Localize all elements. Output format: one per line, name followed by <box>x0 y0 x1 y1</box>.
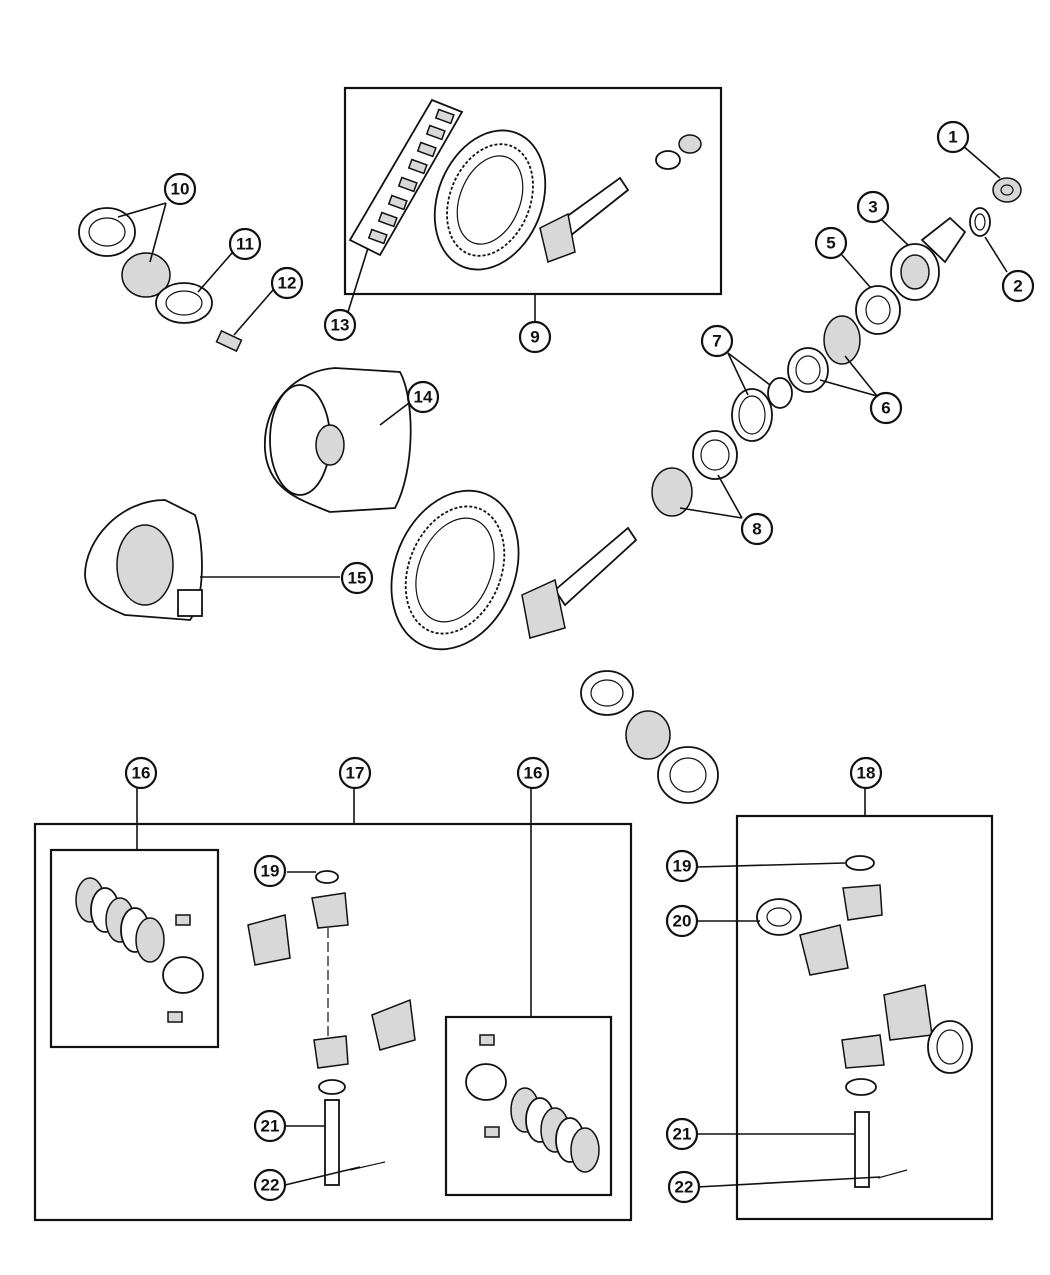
clutch-pack-left-frame <box>49 848 220 1049</box>
callout-21-case-kit-label: 21 <box>261 1117 280 1136</box>
gear-set-illustration-case-kit <box>247 870 416 1186</box>
callout-14: 14 <box>406 380 440 414</box>
callout-6: 6 <box>869 391 903 425</box>
callout-16-right-label: 16 <box>524 764 543 783</box>
callout-17-label: 17 <box>346 764 365 783</box>
callout-18: 18 <box>849 756 883 790</box>
inner-bearing-illustration <box>651 430 738 517</box>
callout-19-gear-kit: 19 <box>665 849 699 883</box>
collapsible-spacer-illustration <box>731 377 793 442</box>
callout-11: 11 <box>228 227 262 261</box>
callout-20-label: 20 <box>673 912 692 931</box>
clutch-pack-right-illustration <box>465 1034 600 1173</box>
callout-21-case-kit: 21 <box>253 1109 287 1143</box>
callout-15-label: 15 <box>348 569 367 588</box>
callout-21-gear-kit: 21 <box>665 1117 699 1151</box>
callout-1: 1 <box>936 120 970 154</box>
callout-18-label: 18 <box>857 764 876 783</box>
ring-pinion-kit-frame <box>343 86 723 296</box>
callout-5-label: 5 <box>826 234 835 253</box>
pinion-bearing-cup-illustration <box>855 285 901 335</box>
callout-3: 3 <box>856 190 890 224</box>
yoke-illustration <box>890 216 967 301</box>
callout-1-label: 1 <box>948 128 957 147</box>
ring-gear-bolt-illustration <box>215 329 243 353</box>
callout-13: 13 <box>323 308 357 342</box>
callout-20: 20 <box>665 904 699 938</box>
callout-8: 8 <box>740 512 774 546</box>
clutch-pack-left-illustration <box>75 877 204 1023</box>
pinion-nut-illustration <box>992 177 1022 203</box>
callout-10-label: 10 <box>171 180 190 199</box>
callout-19-case-kit: 19 <box>253 854 287 888</box>
pinion-gear-illustration-main <box>521 526 638 639</box>
differential-case-illustration-14 <box>264 367 412 513</box>
side-bearing-shim-illustration <box>155 282 213 324</box>
callout-21-gear-kit-label: 21 <box>673 1125 692 1144</box>
clutch-pack-right-frame <box>444 1015 613 1197</box>
outer-bearing-illustration <box>787 315 861 393</box>
callout-16-right: 16 <box>516 756 550 790</box>
callout-8-label: 8 <box>752 520 761 539</box>
callout-22-gear-kit-label: 22 <box>675 1178 694 1197</box>
differential-case-kit-frame <box>33 822 633 1222</box>
callout-9-label: 9 <box>530 328 539 347</box>
callout-6-label: 6 <box>881 399 890 418</box>
callout-17: 17 <box>338 756 372 790</box>
bolt-set-illustration <box>348 98 464 257</box>
callout-10: 10 <box>163 172 197 206</box>
ring-gear-illustration-main <box>390 489 520 651</box>
differential-case-illustration-15 <box>84 499 203 621</box>
callout-12: 12 <box>270 266 304 300</box>
leader-lines <box>117 144 1008 1188</box>
bearing-set-illustration-lower <box>580 670 719 804</box>
callout-13-label: 13 <box>331 316 350 335</box>
callout-19-case-kit-label: 19 <box>261 862 280 881</box>
callout-19-gear-kit-label: 19 <box>673 857 692 876</box>
washer-illustration <box>969 207 991 237</box>
callout-22-gear-kit: 22 <box>667 1170 701 1204</box>
side-bearing-cup-illustration <box>78 207 171 298</box>
callout-16-left-label: 16 <box>132 764 151 783</box>
gear-set-illustration-gear-kit <box>756 855 973 1188</box>
callout-11-label: 11 <box>236 235 254 254</box>
callout-22-case-kit: 22 <box>253 1168 287 1202</box>
callout-14-label: 14 <box>414 388 433 407</box>
ring-gear-illustration-top <box>433 129 547 271</box>
callout-3-label: 3 <box>868 198 877 217</box>
callout-5: 5 <box>814 226 848 260</box>
callout-7: 7 <box>700 324 734 358</box>
callout-2-label: 2 <box>1013 277 1022 296</box>
callout-15: 15 <box>340 561 374 595</box>
callout-12-label: 12 <box>278 274 297 293</box>
callout-7-label: 7 <box>712 332 721 351</box>
callout-2: 2 <box>1001 269 1035 303</box>
pinion-gear-illustration-top <box>539 134 702 263</box>
callout-22-case-kit-label: 22 <box>261 1176 280 1195</box>
callout-9: 9 <box>518 320 552 354</box>
callout-16-left: 16 <box>124 756 158 790</box>
